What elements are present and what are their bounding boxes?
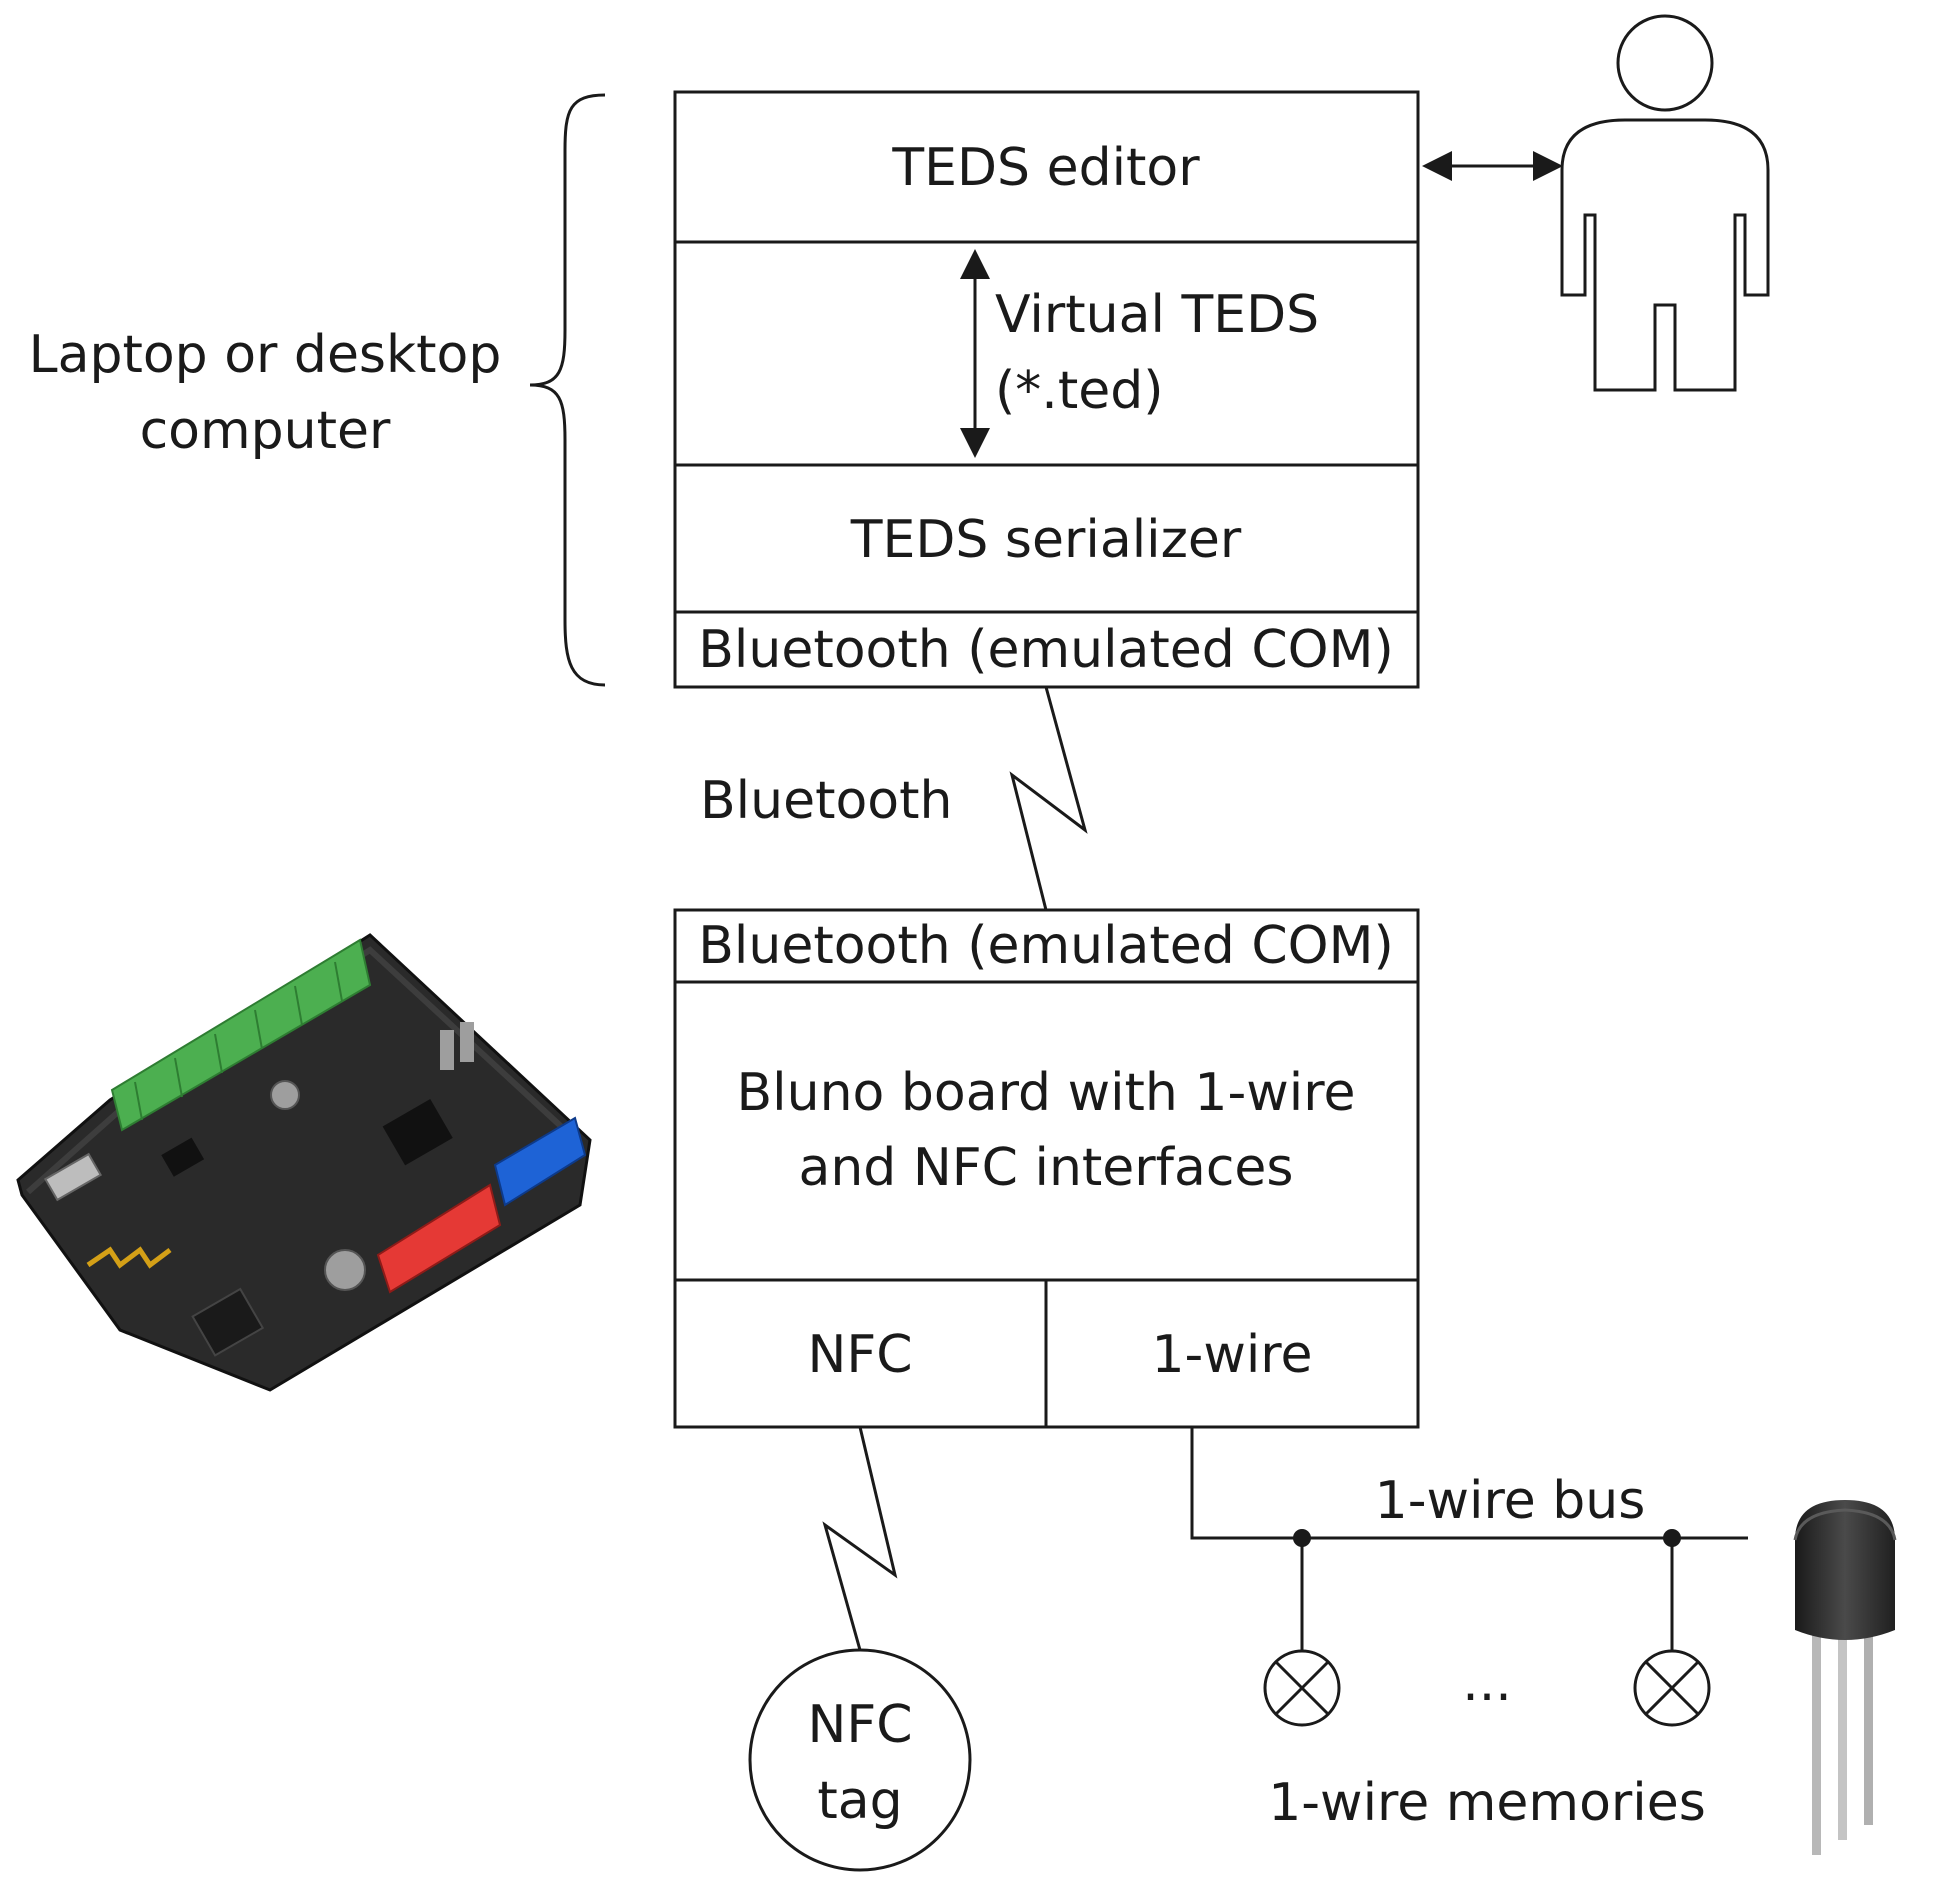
- computer-bluetooth-port-label: Bluetooth (emulated COM): [698, 620, 1393, 680]
- bluno-board-label-line2: and NFC interfaces: [798, 1138, 1293, 1198]
- computer-stack-frame: [673, 90, 1420, 689]
- bluno-board-icon: [16, 933, 592, 1392]
- bluetooth-link-label: Bluetooth: [700, 771, 952, 831]
- nfc-tag-label-line1: NFC: [807, 1695, 912, 1755]
- teds-serializer-label: TEDS serializer: [850, 510, 1242, 570]
- nfc-interface-label: NFC: [807, 1325, 912, 1385]
- onewire-memories-label: 1-wire memories: [1268, 1773, 1706, 1833]
- virtual-teds-label-line2: (*.ted): [995, 361, 1164, 421]
- computer-group-brace: [529, 93, 606, 687]
- onewire-bus-line: [1190, 1427, 1748, 1540]
- onewire-interface-label: 1-wire: [1151, 1325, 1312, 1385]
- onewire-bus-label: 1-wire bus: [1375, 1471, 1646, 1531]
- onewire-memory-left-icon: [1263, 1649, 1341, 1727]
- bluno-board-label-line1: Bluno board with 1-wire: [737, 1063, 1356, 1123]
- onewire-bus: 1-wire bus ... 1-wire memories: [1190, 1427, 1748, 1833]
- nfc-tag-circle: [748, 1648, 972, 1872]
- person-icon: [1560, 14, 1770, 392]
- memories-ellipsis: ...: [1462, 1653, 1512, 1713]
- nfc-tag-label-line2: tag: [817, 1771, 902, 1831]
- virtual-teds-label-line1: Virtual TEDS: [995, 285, 1319, 345]
- computer-group-label-line1: Laptop or desktop: [29, 325, 502, 385]
- computer-group-label-line2: computer: [140, 401, 391, 461]
- board-stack: Bluetooth (emulated COM) Bluno board wit…: [673, 908, 1420, 1429]
- board-bluetooth-port-label: Bluetooth (emulated COM): [698, 916, 1393, 976]
- onewire-memory-right-icon: [1633, 1649, 1711, 1727]
- computer-stack: TEDS editor Virtual TEDS (*.ted) TEDS se…: [673, 90, 1420, 689]
- bluetooth-link-zigzag: [1009, 686, 1088, 911]
- nfc-link-zigzag: [822, 1426, 898, 1651]
- teds-editor-label: TEDS editor: [891, 138, 1200, 198]
- to92-chip-icon: [1793, 1500, 1897, 1855]
